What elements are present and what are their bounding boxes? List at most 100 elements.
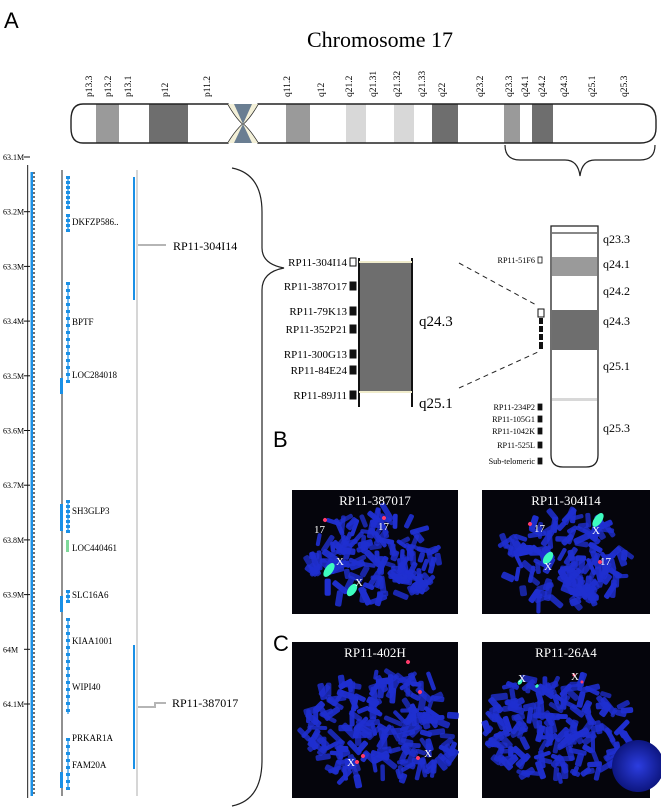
green-signal (592, 513, 604, 527)
chromosome (548, 594, 564, 609)
zoom-clone-label: RP11-352P21 (286, 324, 347, 336)
red-signal (323, 518, 327, 522)
clone-connector (138, 244, 166, 246)
fish-label: X (571, 671, 579, 683)
exon (66, 303, 70, 306)
chromosome (434, 756, 448, 771)
band-label: q25.3 (620, 75, 630, 97)
chromosome (536, 756, 553, 765)
chromosome (545, 682, 554, 694)
qarm-marker-label: RP11-1042K (492, 427, 535, 436)
chromosome (548, 701, 564, 714)
exon (66, 702, 70, 705)
gene-label: SH3GLP3 (72, 506, 110, 516)
chromosome (583, 767, 595, 775)
chromosome (568, 719, 579, 734)
chromosome (351, 761, 361, 773)
exon (66, 196, 70, 199)
exon (66, 191, 70, 194)
chromosome (501, 571, 515, 583)
band-label: q24.3 (560, 75, 570, 97)
qarm-marker-box (537, 403, 543, 411)
gene-body-green (66, 540, 69, 552)
gene-strand-mark (60, 596, 63, 612)
red-signal (572, 673, 576, 677)
chromosome (540, 529, 555, 547)
exon (66, 352, 70, 355)
position-tick-label: 63.9M (3, 591, 24, 600)
exon (66, 653, 70, 656)
chromosome (576, 691, 586, 708)
position-tick-label: 63.7M (3, 481, 24, 490)
chromosome (427, 556, 437, 574)
chromosome (313, 732, 330, 749)
exon (66, 600, 70, 603)
band-p13-2 (96, 104, 119, 143)
chromosome (556, 521, 567, 531)
chromosome (570, 768, 581, 777)
exon (66, 773, 70, 776)
chromosome (447, 741, 457, 757)
qarm-marker-label: RP11-51F6 (498, 256, 535, 265)
band-label: q23.2 (476, 75, 486, 97)
chromosome (577, 560, 586, 574)
fish-probe-title: RP11-304I14 (531, 493, 601, 508)
chromosome (563, 547, 578, 566)
chromosome (575, 555, 587, 561)
chromosome (569, 704, 585, 718)
band-label: p12 (161, 83, 171, 98)
chromosome (387, 569, 403, 584)
qarm-marker-box (537, 256, 543, 264)
chromosome (557, 547, 567, 561)
fish-label: X (355, 577, 363, 589)
band-label: p13.1 (124, 75, 134, 97)
chromosome (446, 711, 459, 720)
chromosome (402, 710, 421, 726)
band-label: q21.33 (418, 71, 428, 97)
chromosome (315, 753, 331, 761)
chromosome (514, 533, 528, 542)
chromosome (502, 715, 513, 733)
chromosome (571, 579, 579, 595)
chromosome (528, 515, 539, 531)
chromosome (399, 549, 405, 560)
chromosome (580, 683, 601, 694)
chromosome (508, 746, 514, 757)
interphase-nucleus (612, 740, 661, 792)
chromosome (439, 733, 455, 739)
zoom-clone-box (349, 365, 357, 375)
chromosome (530, 713, 540, 729)
exon (66, 317, 70, 320)
gene-label: FAM20A (72, 760, 107, 770)
chromosome (343, 568, 351, 580)
exon (66, 688, 70, 691)
chromosome (582, 744, 594, 754)
chromosome (319, 712, 337, 724)
zoom-band-q24-3: q24.3 (419, 314, 453, 330)
chromosome (374, 550, 380, 564)
chromosome (520, 674, 538, 684)
chromosome (505, 699, 520, 710)
chromosome (392, 589, 409, 600)
gene-strand-mark (60, 772, 63, 788)
exon (66, 515, 70, 518)
chromosome (368, 698, 382, 709)
gene-label: DKFZP586.. (72, 217, 119, 227)
green-signal (542, 551, 554, 565)
chromosome (347, 740, 362, 756)
exon (66, 380, 70, 383)
chromosome (616, 700, 630, 710)
exon (66, 201, 70, 204)
chromosome (315, 533, 322, 547)
fish-label: 17 (534, 523, 546, 535)
chromosome (353, 774, 363, 789)
gene-label: WIPI40 (72, 682, 101, 692)
chromosome (380, 764, 386, 782)
chromosome (595, 701, 609, 710)
chromosome (614, 719, 630, 736)
chromosome (509, 726, 527, 738)
exon (66, 759, 70, 762)
chromosome (559, 695, 571, 709)
band-label: p13.2 (104, 75, 114, 97)
